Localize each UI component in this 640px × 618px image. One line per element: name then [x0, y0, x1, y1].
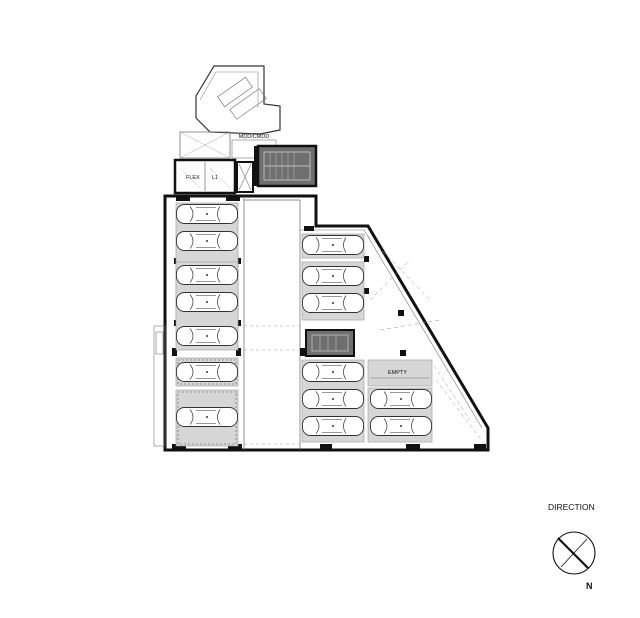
label-empty: EMPTY [388, 370, 407, 376]
label-mdd: MDD/CMDD [239, 134, 270, 140]
parking-left [175, 202, 239, 447]
flex-l1-room: FLEX L1 [173, 158, 237, 195]
north-label: N [586, 581, 593, 591]
label-l1: L1 [212, 175, 218, 181]
stair-icon [256, 144, 318, 188]
direction-label: DIRECTION [548, 502, 595, 512]
compass-icon: DIRECTION N [548, 502, 596, 591]
building-outline [153, 194, 490, 452]
stair-core [305, 329, 355, 357]
parking-right [301, 233, 365, 443]
terrace [195, 65, 281, 135]
parking-triangle: EMPTY [367, 359, 433, 443]
elevator-icon [236, 161, 254, 193]
label-flex: FLEX [186, 175, 200, 181]
